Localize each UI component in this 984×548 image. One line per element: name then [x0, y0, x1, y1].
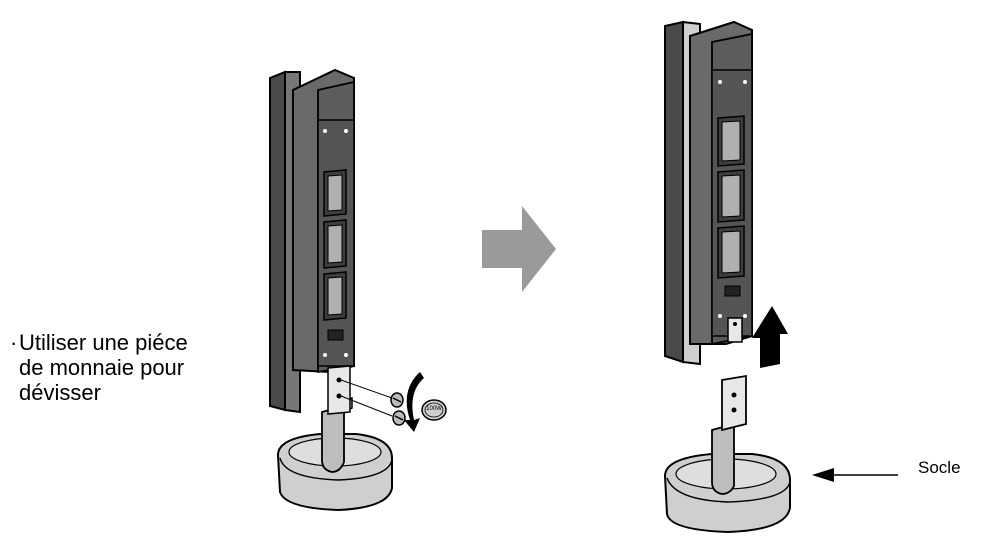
- instruction-caption: · Utiliser une piéce de monnaie pour dév…: [10, 330, 188, 405]
- right-arrow-icon: [482, 206, 556, 292]
- rotate-arrow-icon: [404, 372, 424, 432]
- left-assembly: [269, 68, 447, 512]
- socle-label: Socle: [918, 458, 961, 477]
- right-speaker: [664, 20, 753, 366]
- right-assembly: [663, 20, 898, 534]
- instruction-text: Utiliser une piéce de monnaie pour dévis…: [19, 330, 188, 405]
- socle-pointer-arrow: [812, 468, 898, 482]
- screws-and-coin: [340, 372, 447, 432]
- right-stand: [663, 374, 791, 534]
- bullet: ·: [10, 330, 18, 355]
- screw-icon: [392, 410, 406, 426]
- coin-icon: [421, 399, 447, 421]
- lift-up-arrow-icon: [752, 306, 788, 368]
- coin-label: 100W: [426, 406, 442, 412]
- left-speaker: [269, 68, 355, 415]
- screw-icon: [390, 392, 404, 408]
